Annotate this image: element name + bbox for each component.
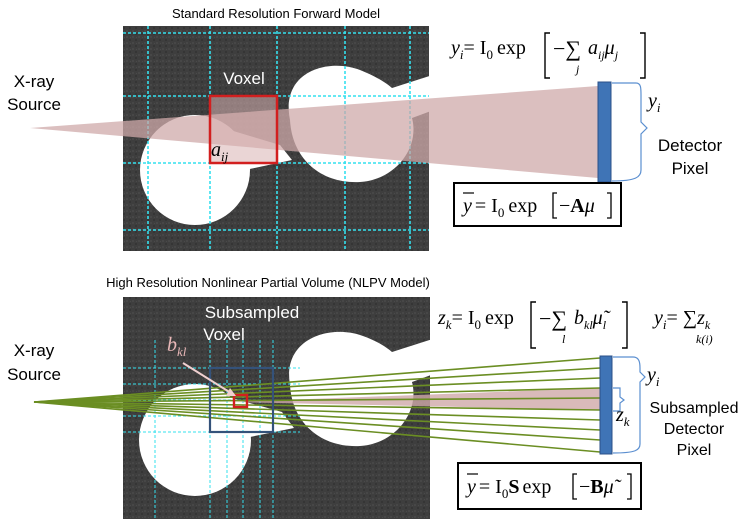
top-voxel-highlight <box>208 94 279 165</box>
svg-text:l: l <box>562 332 566 346</box>
svg-text:−∑: −∑ <box>539 306 567 331</box>
bottom-detector-label-3: Pixel <box>677 442 712 459</box>
svg-text:bklμ̃l: bklμ̃l <box>574 307 611 332</box>
bottom-yi-label: yi <box>645 364 660 389</box>
top-detector-pixel <box>597 81 612 183</box>
top-panel-title: Standard Resolution Forward Model <box>172 6 380 21</box>
top-detector-label-1: Detector <box>658 136 723 155</box>
bottom-detector-bracket <box>612 356 646 454</box>
svg-text:−∑: −∑ <box>553 36 581 61</box>
subsampled-voxel-label-1: Subsampled <box>205 303 300 322</box>
subsampled-voxel-label-2: Voxel <box>203 325 245 344</box>
bottom-detector-pixel <box>599 355 613 455</box>
bottom-panel-title: High Resolution Nonlinear Partial Volume… <box>106 275 430 290</box>
top-source-label-2: Source <box>7 95 61 114</box>
svg-text:aijμj: aijμj <box>588 37 619 62</box>
bkl-arrow <box>182 362 232 394</box>
aij-label: aij <box>211 139 229 164</box>
top-xray-beam <box>30 86 598 178</box>
bkl-label: bkl <box>167 334 187 359</box>
bottom-source-label-2: Source <box>7 365 61 384</box>
zk-label: zk <box>615 404 630 429</box>
subsampled-detector-bracket <box>613 387 625 412</box>
svg-text:yi= ∑zk: yi= ∑zk <box>652 307 711 332</box>
bottom-subvoxel-highlight <box>232 393 249 409</box>
bkl-arrow-head <box>226 388 236 396</box>
svg-text:k(i): k(i) <box>696 332 713 346</box>
svg-text:−Aμ: −Aμ <box>559 195 595 217</box>
bottom-phantom-image <box>123 297 450 519</box>
bottom-detector-label-2: Detector <box>664 421 725 438</box>
top-detector-label-2: Pixel <box>672 159 709 178</box>
top-detector-bracket <box>611 82 648 182</box>
bottom-phantom-blob-upper <box>289 331 450 447</box>
bottom-source-label-1: X-ray <box>14 341 55 360</box>
bottom-voxel-outline <box>208 366 275 434</box>
bottom-detector-sum-equation: yi= ∑zk k(i) <box>652 307 713 346</box>
bottom-ray-fan <box>33 357 601 453</box>
svg-text:j: j <box>574 62 580 76</box>
bottom-detector-label-1: Subsampled <box>650 400 739 417</box>
voxel-label: Voxel <box>223 69 265 88</box>
top-source-label-1: X-ray <box>14 72 55 91</box>
top-yi-label: yi <box>646 90 661 115</box>
